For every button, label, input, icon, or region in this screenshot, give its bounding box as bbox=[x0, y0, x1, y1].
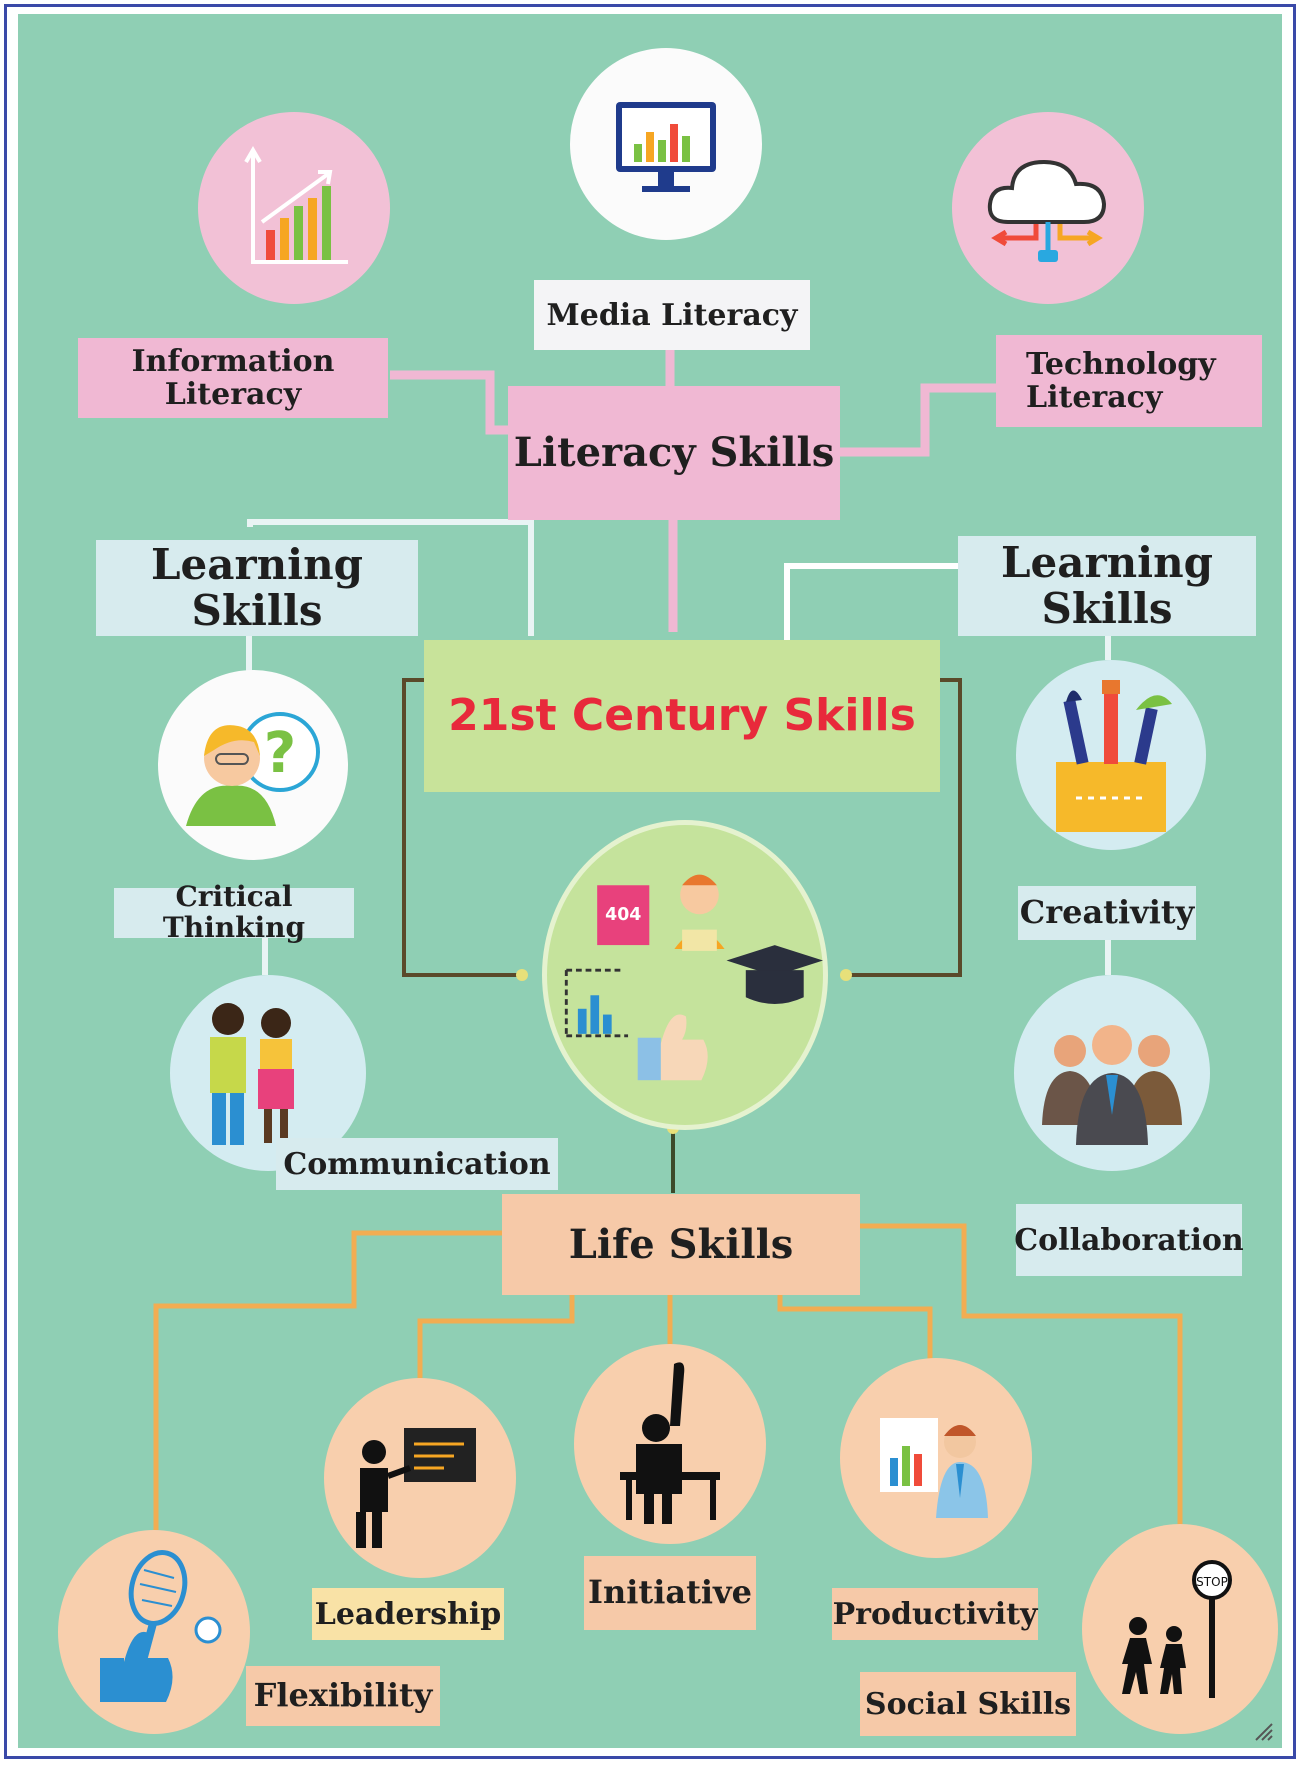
children-crossing-icon: STOP bbox=[1122, 1560, 1232, 1698]
flexibility-text: Flexibility bbox=[253, 1676, 433, 1715]
social-skills-text: Social Skills bbox=[864, 1686, 1072, 1722]
two-people-icon bbox=[210, 1003, 294, 1145]
bar-chart-growth-icon bbox=[244, 146, 348, 264]
technology-literacy-circle bbox=[952, 112, 1144, 304]
learning-skills-right-box: Learning Skills bbox=[958, 536, 1256, 636]
communication-label: Communication bbox=[276, 1138, 558, 1190]
collaboration-circle bbox=[1014, 975, 1210, 1171]
learning-skills-left-box: Learning Skills bbox=[96, 540, 418, 636]
initiative-label: Initiative bbox=[584, 1556, 756, 1630]
media-literacy-label: Media Literacy bbox=[534, 280, 810, 350]
creativity-circle bbox=[1016, 660, 1206, 850]
productivity-text: Productivity bbox=[832, 1596, 1038, 1632]
svg-text:STOP: STOP bbox=[1196, 1575, 1228, 1589]
creativity-text: Creativity bbox=[1019, 893, 1195, 932]
leadership-label: Leadership bbox=[312, 1588, 504, 1640]
flexibility-label: Flexibility bbox=[246, 1666, 440, 1726]
business-team-icon bbox=[1042, 1025, 1182, 1145]
literacy-skills-box: Literacy Skills bbox=[508, 386, 840, 520]
learning-skills-right-text: Learning Skills bbox=[1001, 537, 1213, 633]
social-skills-circle: STOP bbox=[1082, 1524, 1278, 1734]
literacy-skills-text: Literacy Skills bbox=[513, 429, 835, 476]
productivity-circle bbox=[840, 1358, 1032, 1558]
creativity-label: Creativity bbox=[1018, 886, 1196, 940]
leadership-circle bbox=[324, 1378, 516, 1578]
leadership-text: Leadership bbox=[314, 1596, 502, 1632]
productivity-label: Productivity bbox=[832, 1588, 1038, 1640]
center-title-box: 21st Century Skills bbox=[424, 640, 940, 792]
information-literacy-text: Information Literacy bbox=[131, 344, 335, 412]
resize-handle-icon bbox=[1255, 1723, 1273, 1741]
tennis-like-icon bbox=[100, 1550, 222, 1702]
flexibility-circle bbox=[58, 1530, 250, 1734]
critical-thinking-circle: ? bbox=[158, 670, 348, 860]
technology-literacy-label: Technology Literacy bbox=[996, 335, 1262, 427]
education-collage-icon: 404 bbox=[564, 874, 823, 1081]
initiative-circle bbox=[574, 1344, 766, 1544]
technology-literacy-text-line2: Literacy bbox=[1026, 380, 1163, 415]
cloud-network-icon bbox=[987, 159, 1107, 262]
media-literacy-circle bbox=[570, 48, 762, 240]
analyst-chart-icon bbox=[880, 1418, 988, 1518]
critical-thinking-text: Critical Thinking bbox=[162, 880, 306, 944]
thumbs-up-icon bbox=[637, 1037, 661, 1081]
life-skills-box: Life Skills bbox=[502, 1194, 860, 1295]
initiative-text: Initiative bbox=[588, 1573, 752, 1612]
critical-thinking-label: Critical Thinking bbox=[114, 881, 354, 943]
book-number: 404 bbox=[605, 905, 641, 925]
collaboration-label: Collaboration bbox=[1014, 1204, 1244, 1276]
education-hub-circle: 404 bbox=[542, 820, 828, 1130]
raised-hand-icon bbox=[620, 1362, 720, 1524]
collaboration-text: Collaboration bbox=[1014, 1222, 1244, 1258]
life-skills-text: Life Skills bbox=[568, 1220, 794, 1268]
art-supplies-icon bbox=[1056, 680, 1172, 832]
communication-text: Communication bbox=[283, 1146, 551, 1182]
social-skills-label: Social Skills bbox=[860, 1672, 1076, 1736]
information-literacy-circle bbox=[198, 112, 390, 304]
monitor-chart-icon bbox=[616, 102, 716, 192]
presenter-board-icon bbox=[356, 1428, 476, 1548]
center-title-text: 21st Century Skills bbox=[448, 689, 916, 741]
book-icon bbox=[597, 885, 650, 946]
small-chart-icon bbox=[564, 968, 629, 1038]
learning-skills-left-text: Learning Skills bbox=[151, 539, 363, 635]
information-literacy-label: Information Literacy bbox=[78, 338, 388, 418]
svg-text:?: ? bbox=[264, 721, 296, 786]
thinking-person-icon: ? bbox=[186, 712, 320, 826]
technology-literacy-text-line1: Technology bbox=[1026, 347, 1216, 382]
media-literacy-text: Media Literacy bbox=[546, 297, 798, 333]
